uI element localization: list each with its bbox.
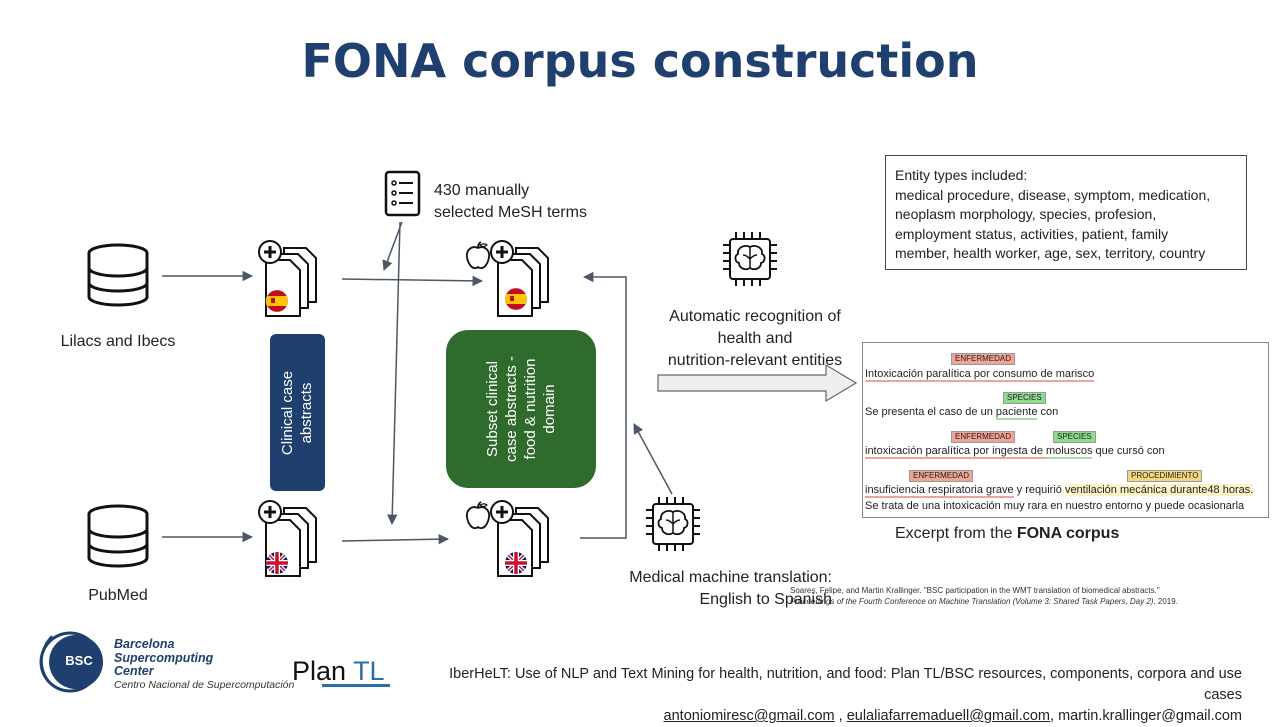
spain-flag-icon-2 (505, 288, 527, 310)
recognition-label: Automatic recognition of health and nutr… (667, 308, 843, 369)
mesh-terms-label: 430 manually selected MeSH terms (434, 182, 587, 221)
tag-enfermedad: ENFERMEDAD (951, 353, 1016, 365)
excerpt-line-5: Se trata de una intoxicación muy rara en… (865, 500, 1245, 512)
bsc-logo-text: Barcelona Supercomputing Center Centro N… (114, 637, 295, 691)
tag-species-2: SPECIES (1053, 431, 1096, 443)
source-label-pubmed: PubMed (88, 587, 148, 604)
database-icon-bottom (87, 504, 149, 568)
reference-citation: Soares, Felipe, and Martin Krallinger. "… (790, 586, 1178, 606)
plan-tl-underline (322, 684, 390, 687)
email-link-2[interactable]: eulaliafarremaduell@gmail.com (846, 708, 1050, 724)
excerpt-line-2: Se presenta el caso de un paciente con (865, 406, 1059, 420)
spain-flag-icon (266, 290, 288, 312)
checklist-icon (384, 170, 421, 217)
translation-label: Medical machine translation: English to … (629, 569, 832, 608)
apple-icon-top (465, 241, 491, 270)
bsc-logo-mark: BSC (65, 653, 93, 668)
bsc-logo-icon (39, 631, 104, 693)
page-title: FONA corpus construction (301, 34, 979, 88)
excerpt-line-3: intoxicación paralítica por ingesta de m… (865, 445, 1165, 459)
excerpt-caption: Excerpt from the FONA corpus (895, 525, 1120, 542)
subset-food-nutrition-box: Subset clinical case abstracts - food & … (446, 330, 596, 488)
clinical-case-abstracts-box: Clinical case abstracts (270, 334, 325, 491)
tag-enfermedad-2: ENFERMEDAD (951, 431, 1016, 443)
entity-types-box: Entity types included: medical procedure… (885, 155, 1247, 270)
corpus-excerpt-panel: ENFERMEDAD Intoxicación paralítica por c… (862, 342, 1269, 518)
excerpt-line-4: insuficiencia respiratoria grave y requi… (865, 484, 1254, 498)
excerpt-line-1: Intoxicación paralítica por consumo de m… (865, 368, 1095, 382)
footer-emails: antoniomiresc@gmail.com , eulaliafarrema… (663, 708, 1242, 724)
database-icon-top (87, 243, 149, 307)
source-label-lilacs-ibecs: Lilacs and Ibecs (60, 333, 176, 350)
block-arrow (657, 363, 858, 403)
apple-icon-bottom (465, 501, 491, 530)
ai-brain-icon-top (722, 231, 778, 287)
tag-species: SPECIES (1003, 392, 1046, 404)
tag-enfermedad-3: ENFERMEDAD (909, 470, 974, 482)
email-link-3[interactable]: martin.krallinger@gmail.com (1058, 708, 1242, 724)
footer-title: IberHeLT: Use of NLP and Text Mining for… (449, 666, 1242, 703)
uk-flag-icon-2 (505, 552, 527, 574)
ai-brain-icon-bottom (645, 496, 701, 552)
footer: IberHeLT: Use of NLP and Text Mining for… (410, 664, 1242, 727)
uk-flag-icon (266, 552, 288, 574)
email-link-1[interactable]: antoniomiresc@gmail.com (663, 708, 835, 724)
tag-procedimiento: PROCEDIMIENTO (1127, 470, 1203, 482)
plan-tl-logo: Plan TL (292, 656, 385, 686)
